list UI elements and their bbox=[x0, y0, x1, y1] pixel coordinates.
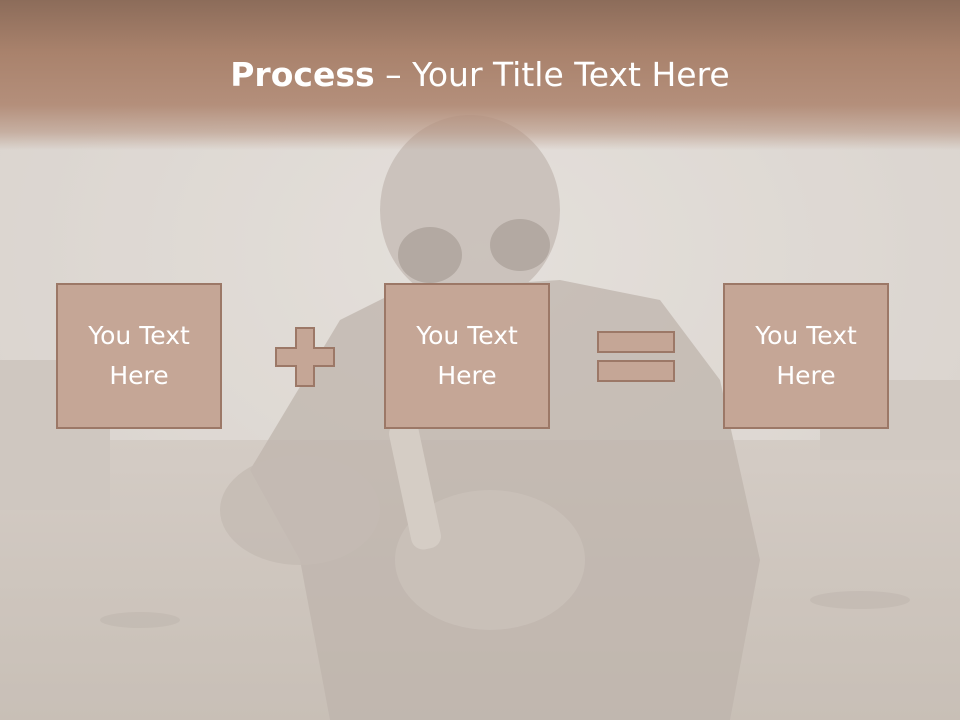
process-box-2-label: You Text Here bbox=[416, 321, 518, 390]
title-band bbox=[0, 0, 960, 150]
slide-title: Process – Your Title Text Here bbox=[0, 52, 960, 98]
process-box-1[interactable]: You Text Here bbox=[56, 283, 222, 429]
process-box-3[interactable]: You Text Here bbox=[723, 283, 889, 429]
plus-icon bbox=[275, 327, 335, 387]
equals-icon bbox=[597, 331, 675, 382]
process-box-3-label: You Text Here bbox=[755, 321, 857, 390]
process-box-1-label: You Text Here bbox=[88, 321, 190, 390]
process-box-2[interactable]: You Text Here bbox=[384, 283, 550, 429]
title-bold: Process bbox=[230, 55, 375, 94]
title-rest: – Your Title Text Here bbox=[374, 55, 730, 94]
